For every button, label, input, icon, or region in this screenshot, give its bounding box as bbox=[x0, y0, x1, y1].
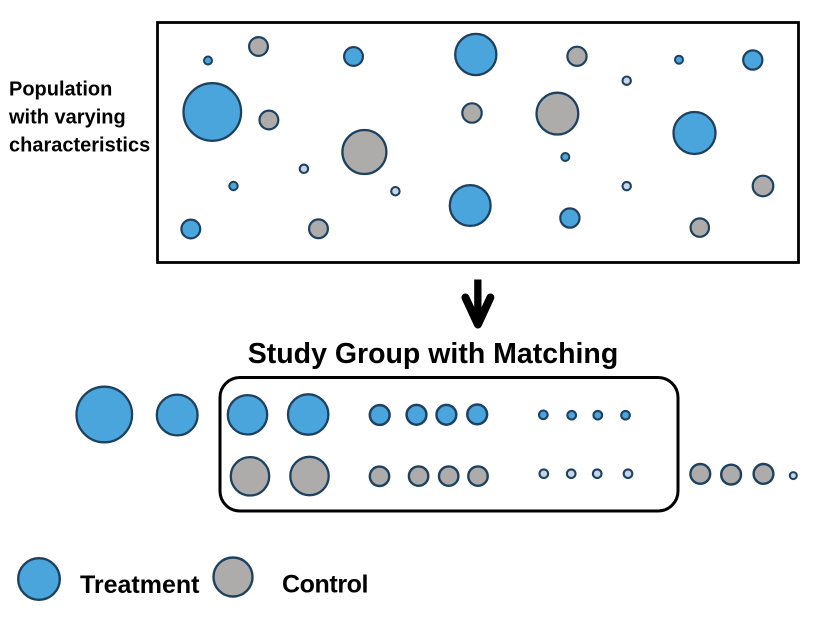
svg-text:Control: Control bbox=[282, 571, 368, 599]
svg-text:characteristics: characteristics bbox=[9, 135, 150, 157]
svg-text:Population: Population bbox=[9, 79, 112, 101]
svg-text:Study Group with Matching: Study Group with Matching bbox=[248, 338, 618, 370]
svg-text:with varying: with varying bbox=[8, 107, 126, 129]
svg-text:Treatment: Treatment bbox=[80, 571, 200, 599]
